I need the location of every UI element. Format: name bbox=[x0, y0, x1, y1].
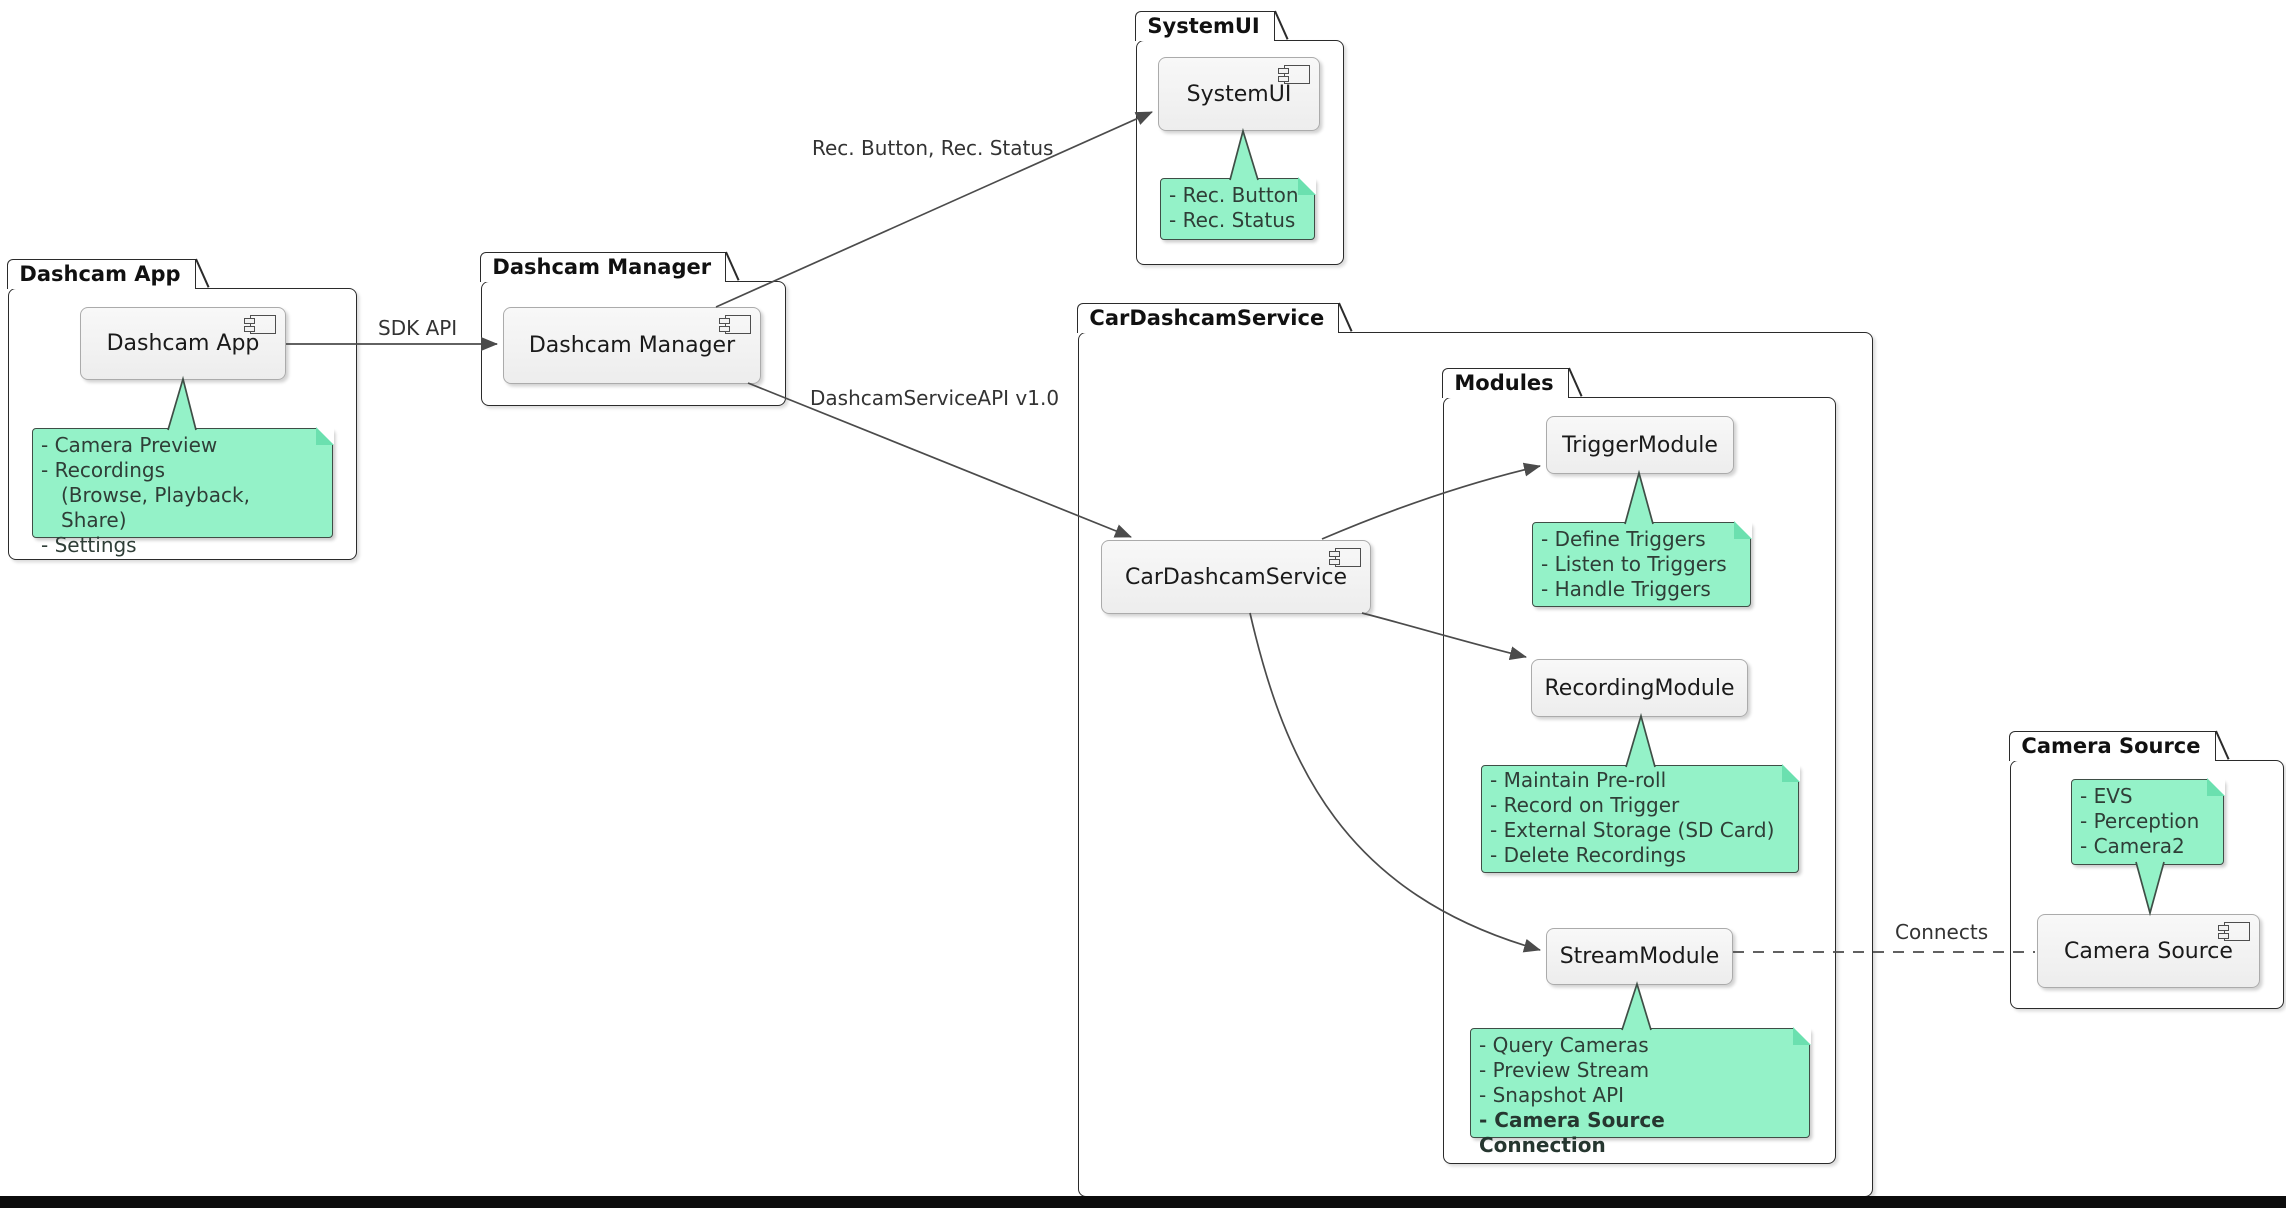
package-dashcam-manager-tab: Dashcam Manager bbox=[480, 252, 727, 283]
package-modules-tab: Modules bbox=[1442, 368, 1569, 399]
note-line: - Query Cameras bbox=[1479, 1033, 1649, 1057]
note-trigger-module: - Define Triggers - Listen to Triggers -… bbox=[1532, 521, 1752, 607]
note-stream-module: - Query Cameras - Preview Stream - Snaps… bbox=[1470, 1027, 1811, 1157]
note-line: - Define Triggers bbox=[1541, 527, 1706, 551]
package-title: Dashcam Manager bbox=[492, 255, 712, 280]
component-label: SystemUI bbox=[1186, 81, 1292, 107]
box-stream-module: StreamModule bbox=[1546, 928, 1733, 985]
component-label: Dashcam Manager bbox=[528, 333, 736, 358]
component-systemui: SystemUI bbox=[1158, 57, 1320, 131]
package-camera-source-tab: Camera Source bbox=[2009, 731, 2216, 762]
package-systemui-tab: SystemUI bbox=[1135, 11, 1275, 42]
component-icon bbox=[244, 315, 276, 334]
note-line: - Rec. Status bbox=[1169, 208, 1296, 232]
component-dashcam-app: Dashcam App bbox=[80, 307, 286, 380]
note-line: - Camera Source Connection bbox=[1479, 1108, 1665, 1157]
package-title: CarDashcamService bbox=[1089, 306, 1325, 331]
component-label: TriggerModule bbox=[1562, 432, 1718, 458]
note-line: - Delete Recordings bbox=[1490, 843, 1687, 867]
note-recording-module: - Maintain Pre-roll - Record on Trigger … bbox=[1481, 764, 1800, 873]
package-title: SystemUI bbox=[1147, 14, 1260, 39]
box-recording-module: RecordingModule bbox=[1531, 659, 1748, 717]
edge-label-dashcam-service-api: DashcamServiceAPI v1.0 bbox=[810, 386, 1060, 410]
note-line: - Snapshot API bbox=[1479, 1083, 1625, 1107]
note-line: - Handle Triggers bbox=[1541, 577, 1711, 601]
box-trigger-module: TriggerModule bbox=[1546, 416, 1734, 474]
note-line: - Camera Preview bbox=[41, 433, 218, 457]
note-line: - Rec. Button bbox=[1169, 183, 1299, 207]
edge-label-sdk-api: SDK API bbox=[378, 316, 458, 340]
note-line: - Settings bbox=[41, 533, 137, 557]
package-car-dashcam-service-tab: CarDashcamService bbox=[1077, 303, 1340, 334]
component-icon bbox=[2218, 922, 2250, 941]
note-line: - External Storage (SD Card) bbox=[1490, 818, 1775, 842]
package-dashcam-app-tab: Dashcam App bbox=[7, 259, 196, 290]
note-line: (Browse, Playback, Share) bbox=[61, 483, 250, 532]
note-line: - Recordings bbox=[41, 458, 166, 482]
bottom-screen-edge bbox=[0, 1196, 2286, 1208]
component-label: RecordingModule bbox=[1544, 675, 1735, 701]
component-icon bbox=[719, 315, 751, 334]
note-dashcam-app: - Camera Preview - Recordings (Browse, P… bbox=[32, 427, 334, 557]
note-line: - Maintain Pre-roll bbox=[1490, 768, 1667, 792]
component-label: CarDashcamService bbox=[1124, 564, 1348, 590]
component-camera-source: Camera Source bbox=[2037, 914, 2260, 988]
note-line: - Camera2 bbox=[2080, 834, 2185, 858]
component-car-dashcam-service: CarDashcamService bbox=[1101, 540, 1371, 614]
component-icon bbox=[1329, 548, 1361, 567]
note-line: - Record on Trigger bbox=[1490, 793, 1680, 817]
note-line: - Preview Stream bbox=[1479, 1058, 1650, 1082]
note-line: - Listen to Triggers bbox=[1541, 552, 1727, 576]
note-systemui: - Rec. Button - Rec. Status bbox=[1160, 177, 1316, 240]
component-label: Dashcam App bbox=[106, 331, 260, 356]
package-title: Camera Source bbox=[2021, 734, 2201, 759]
edge-label-connects: Connects bbox=[1895, 920, 1989, 944]
component-icon bbox=[1278, 65, 1310, 84]
component-label: StreamModule bbox=[1559, 944, 1720, 969]
edge-label-rec-button-status: Rec. Button, Rec. Status bbox=[812, 136, 1054, 160]
package-title: Dashcam App bbox=[19, 262, 181, 287]
note-camera-source: - EVS - Perception - Camera2 bbox=[2071, 778, 2225, 865]
note-line: - Perception bbox=[2080, 809, 2200, 833]
component-label: Camera Source bbox=[2064, 938, 2233, 964]
note-line: - EVS bbox=[2080, 784, 2133, 808]
component-dashcam-manager: Dashcam Manager bbox=[503, 307, 761, 384]
package-title: Modules bbox=[1454, 371, 1554, 396]
